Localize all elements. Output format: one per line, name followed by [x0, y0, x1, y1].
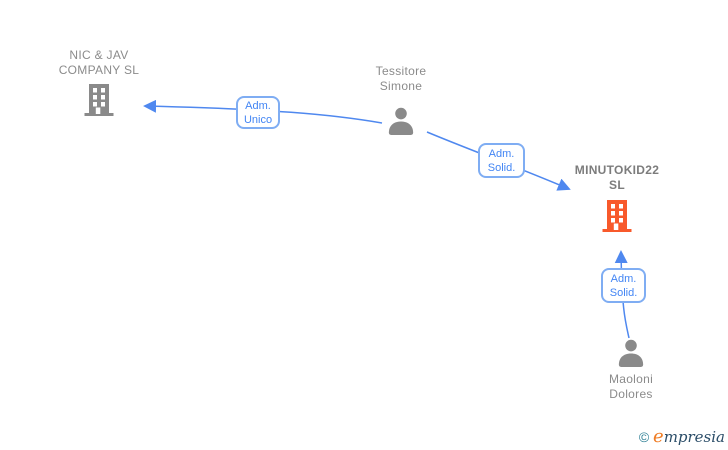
node-label-line1: Maoloni: [608, 372, 654, 386]
edge-label-adm-solid-1: Adm. Solid.: [478, 143, 525, 178]
node-person-tessitore[interactable]: Tessitore Simone: [341, 64, 461, 135]
node-label-line1: NIC & JAV: [69, 48, 129, 62]
node-person-maoloni[interactable]: Maoloni Dolores: [571, 339, 691, 402]
edge-label-line2: Unico: [243, 113, 273, 126]
edge-label-line1: Adm.: [245, 99, 271, 112]
edge-label-adm-unico: Adm. Unico: [236, 96, 280, 129]
empresia-logo: empresia: [653, 426, 725, 447]
building-icon[interactable]: [83, 84, 115, 116]
node-label-line2: COMPANY SL: [58, 63, 140, 77]
copyright-icon: ©: [638, 429, 650, 445]
node-company-minutokid22[interactable]: MINUTOKID22 SL: [557, 163, 677, 232]
node-label-line2: Dolores: [609, 387, 653, 401]
node-label-line1: MINUTOKID22: [574, 163, 660, 177]
node-label-maoloni[interactable]: Maoloni Dolores: [609, 372, 653, 402]
node-company-nic-jav[interactable]: NIC & JAV COMPANY SL: [39, 48, 159, 116]
node-label-line2: SL: [609, 178, 625, 192]
edge-label-line1: Adm.: [610, 272, 637, 285]
edge-label-line1: Adm.: [488, 147, 515, 160]
node-label-nic-jav[interactable]: NIC & JAV COMPANY SL: [59, 48, 140, 78]
person-icon[interactable]: [616, 339, 646, 367]
node-label-line1: Tessitore: [375, 64, 427, 78]
empresia-watermark: © empresia: [639, 426, 725, 447]
edge-label-adm-solid-2: Adm. Solid.: [601, 268, 646, 303]
node-label-tessitore[interactable]: Tessitore Simone: [376, 64, 427, 94]
building-icon[interactable]: [601, 200, 633, 232]
node-label-line2: Simone: [379, 79, 423, 93]
node-label-minutokid22[interactable]: MINUTOKID22 SL: [575, 163, 659, 193]
edge-label-line2: Solid.: [487, 161, 516, 174]
person-icon[interactable]: [386, 107, 416, 135]
edge-label-line2: Solid.: [609, 286, 638, 299]
